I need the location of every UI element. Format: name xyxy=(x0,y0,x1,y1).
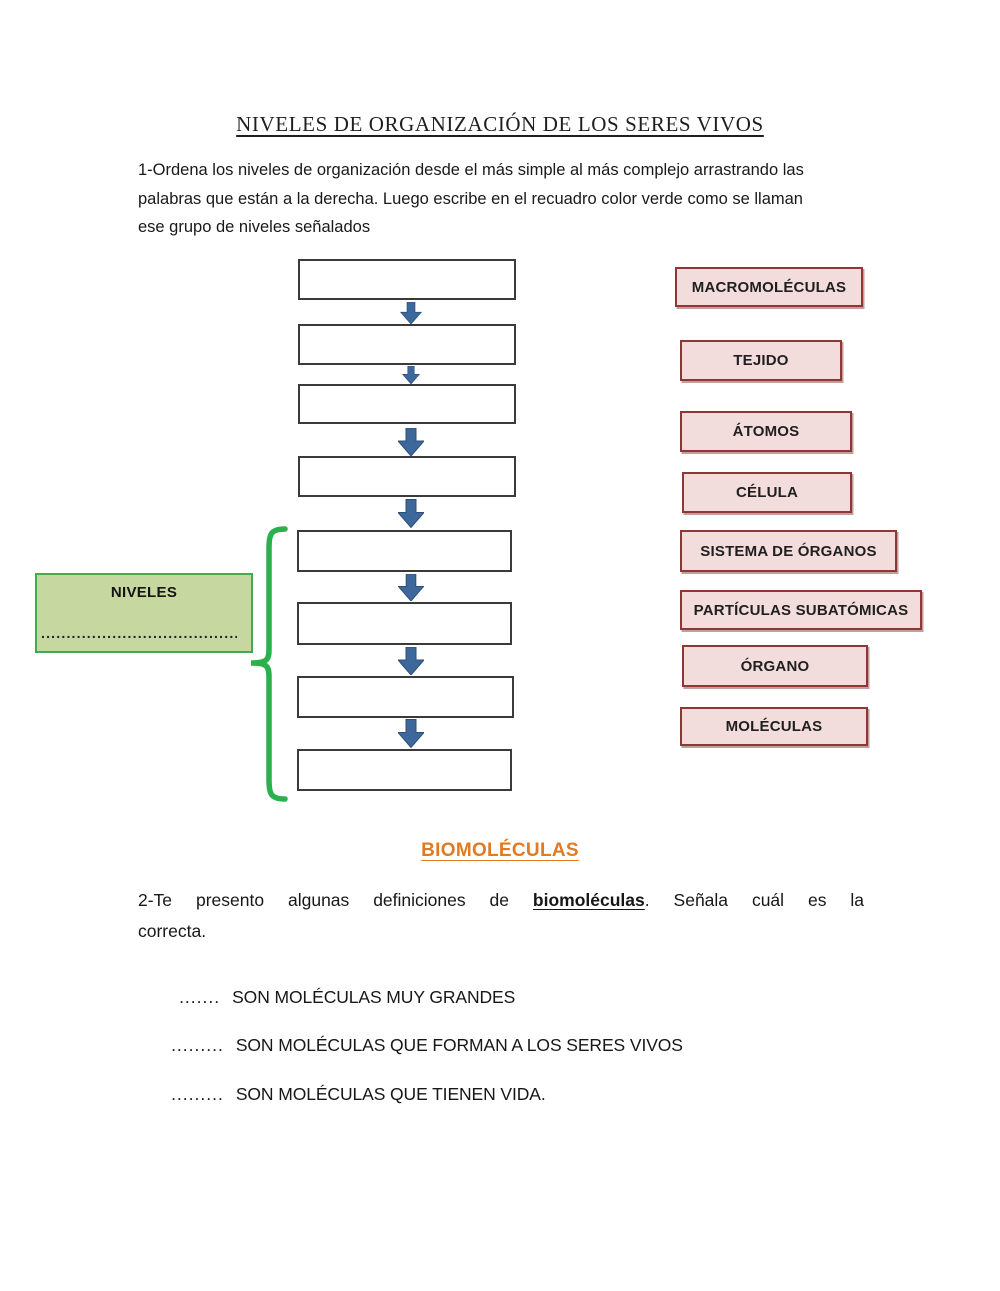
word-chip-atomos[interactable]: ÁTOMOS xyxy=(680,411,852,452)
niveles-label: NIVELES xyxy=(110,584,178,601)
down-arrow-icon xyxy=(398,499,424,528)
word-chip-celula[interactable]: CÉLULA xyxy=(682,472,852,513)
option-text: SON MOLÉCULAS MUY GRANDES xyxy=(232,987,516,1007)
word-chip-label: PARTÍCULAS SUBATÓMICAS xyxy=(693,601,909,619)
intro-text: 2-Te presento algunas definiciones de xyxy=(138,890,533,910)
drop-slot-4[interactable] xyxy=(298,456,516,497)
niveles-answer-box[interactable]: NIVELES ................................… xyxy=(35,573,253,653)
drop-slot-6[interactable] xyxy=(297,602,512,645)
drop-slot-1[interactable] xyxy=(298,259,516,300)
niveles-answer-line[interactable]: ........................................… xyxy=(41,625,237,641)
instructions-line: palabras que están a la derecha. Luego e… xyxy=(138,189,803,208)
down-arrow-icon xyxy=(398,719,424,748)
drop-slot-2[interactable] xyxy=(298,324,516,365)
word-chip-label: TEJIDO xyxy=(733,352,789,369)
intro-line: correcta. xyxy=(138,921,207,941)
option-text: SON MOLÉCULAS QUE TIENEN VIDA. xyxy=(235,1084,546,1104)
down-arrow-icon xyxy=(398,574,424,601)
word-chip-tejido[interactable]: TEJIDO xyxy=(680,340,842,381)
down-arrow-icon xyxy=(401,366,421,384)
down-arrow-icon xyxy=(398,647,424,675)
word-chip-moleculas[interactable]: MOLÉCULAS xyxy=(680,707,868,746)
word-chip-macromoleculas[interactable]: MACROMOLÉCULAS xyxy=(675,267,863,307)
option-text: SON MOLÉCULAS QUE FORMAN A LOS SERES VIV… xyxy=(235,1035,683,1055)
answer-dots[interactable]: ....... xyxy=(179,987,221,1007)
section2-heading: BIOMOLÉCULAS xyxy=(421,840,579,861)
task2-intro: 2-Te presento algunas definiciones de bi… xyxy=(138,885,864,947)
word-chip-label: ÁTOMOS xyxy=(732,423,800,440)
task1-instructions: 1-Ordena los niveles de organización des… xyxy=(138,156,868,242)
word-chip-label: CÉLULA xyxy=(735,484,799,501)
intro-text: . Señala cuál es la xyxy=(644,890,864,910)
word-chip-label: MACROMOLÉCULAS xyxy=(691,278,847,296)
drop-slot-7[interactable] xyxy=(297,676,514,718)
word-chip-label: ÓRGANO xyxy=(740,657,810,675)
word-chip-organo[interactable]: ÓRGANO xyxy=(682,645,868,687)
drop-slot-5[interactable] xyxy=(297,530,512,572)
down-arrow-icon xyxy=(399,302,423,324)
option-row-3[interactable]: ......... SON MOLÉCULAS QUE TIENEN VIDA. xyxy=(152,1063,546,1126)
word-chip-particulas-subatomicas[interactable]: PARTÍCULAS SUBATÓMICAS xyxy=(680,590,922,630)
drop-slot-3[interactable] xyxy=(298,384,516,424)
option-row-1[interactable]: ....... SON MOLÉCULAS MUY GRANDES xyxy=(160,966,515,1029)
answer-dots[interactable]: ......... xyxy=(171,1035,224,1055)
answer-dots[interactable]: ......... xyxy=(171,1084,224,1104)
intro-keyword: biomoléculas xyxy=(532,890,645,910)
page-title: NIVELES DE ORGANIZACIÓN DE LOS SERES VIV… xyxy=(236,112,764,136)
word-chip-label: MOLÉCULAS xyxy=(725,718,823,735)
instructions-line: 1-Ordena los niveles de organización des… xyxy=(138,161,804,179)
word-chip-sistema-de-organos[interactable]: SISTEMA DE ÓRGANOS xyxy=(680,530,897,572)
group-brace xyxy=(250,526,288,802)
word-chip-label: SISTEMA DE ÓRGANOS xyxy=(700,542,877,560)
down-arrow-icon xyxy=(398,428,424,456)
instructions-line: ese grupo de niveles señalados xyxy=(138,218,371,236)
drop-slot-8[interactable] xyxy=(297,749,512,791)
intro-line: 2-Te presento algunas definiciones de bi… xyxy=(138,885,864,916)
option-row-2[interactable]: ......... SON MOLÉCULAS QUE FORMAN A LOS … xyxy=(152,1014,683,1077)
